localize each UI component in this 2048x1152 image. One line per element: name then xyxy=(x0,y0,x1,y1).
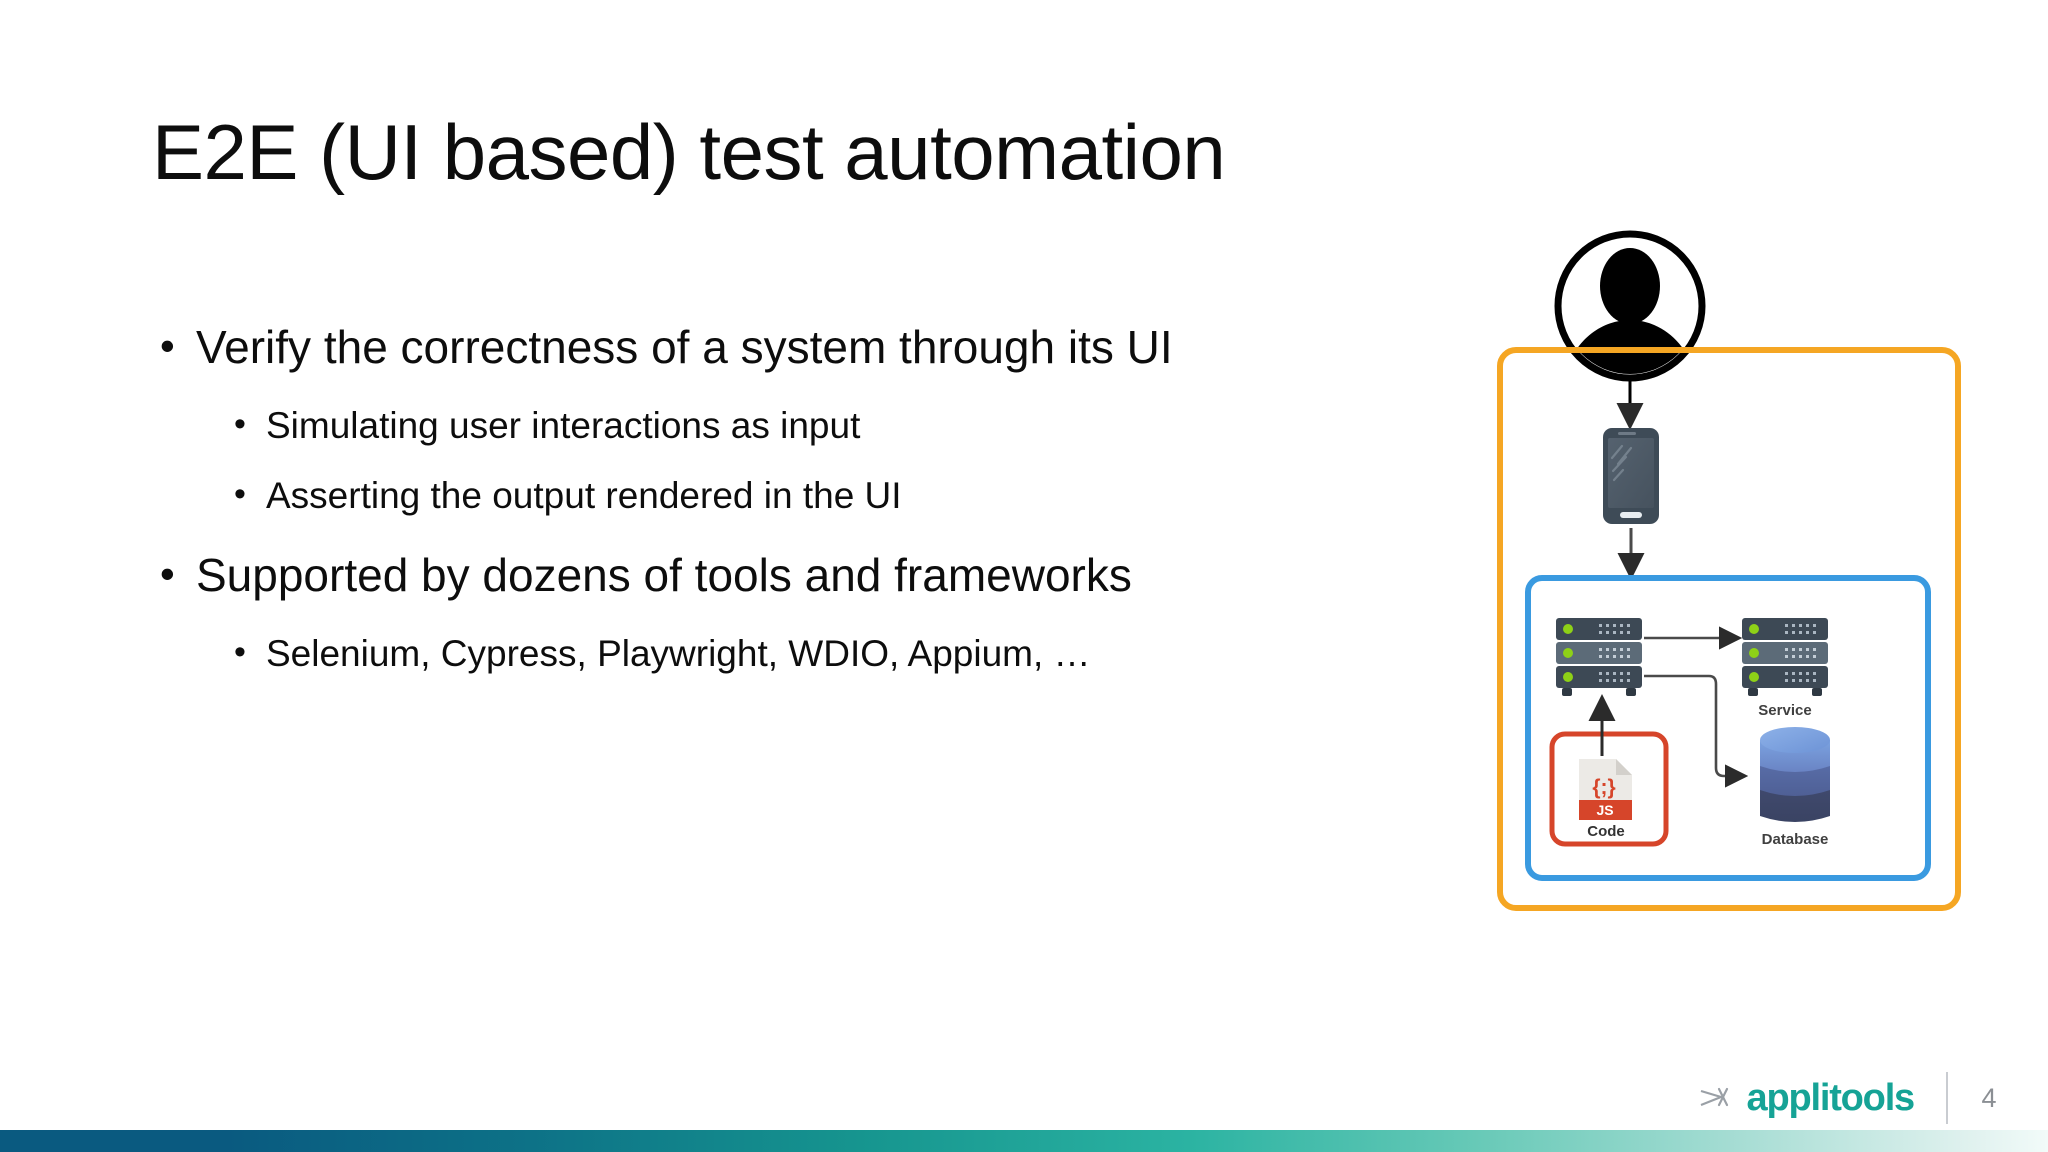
list-item-label: Simulating user interactions as input xyxy=(266,405,861,447)
list-item: • Supported by dozens of tools and frame… xyxy=(150,548,1400,602)
list-item: • Asserting the output rendered in the U… xyxy=(150,474,1400,518)
e2e-architecture-diagram: Service Database {;} xyxy=(1494,228,1964,1018)
code-node-label: Code xyxy=(1587,823,1625,840)
bullet-marker-icon: • xyxy=(160,322,175,369)
server-rack-icon xyxy=(1556,618,1642,696)
applitools-logo: applitools 4 xyxy=(1699,1072,2002,1124)
list-item: • Simulating user interactions as input xyxy=(150,404,1400,448)
page-title: E2E (UI based) test automation xyxy=(152,108,1226,196)
brand-name: applitools xyxy=(1746,1077,1916,1119)
js-badge-label: JS xyxy=(1596,802,1613,818)
mobile-phone-icon xyxy=(1603,428,1659,524)
bullet-marker-icon: • xyxy=(234,405,246,444)
bullet-list: • Verify the correctness of a system thr… xyxy=(150,320,1400,702)
list-item: • Selenium, Cypress, Playwright, WDIO, A… xyxy=(150,632,1400,676)
bullet-marker-icon: • xyxy=(234,632,246,671)
outer-system-boundary xyxy=(1497,347,1961,911)
footer-divider xyxy=(1946,1072,1948,1124)
inner-system-boundary xyxy=(1525,575,1931,881)
bullet-marker-icon: • xyxy=(160,549,175,597)
list-item-label: Selenium, Cypress, Playwright, WDIO, App… xyxy=(266,632,1091,674)
bottom-accent-bar xyxy=(0,1130,2048,1152)
code-boundary xyxy=(1549,731,1669,847)
database-node-label: Database xyxy=(1762,831,1829,848)
bullet-marker-icon: • xyxy=(234,474,246,513)
slide-number: 4 xyxy=(1981,1082,1997,1113)
server-rack-icon xyxy=(1742,618,1828,696)
list-item-label: Verify the correctness of a system throu… xyxy=(196,321,1173,373)
list-item-label: Supported by dozens of tools and framewo… xyxy=(196,548,1132,601)
list-item-label: Asserting the output rendered in the UI xyxy=(266,474,902,516)
applitools-mark-icon xyxy=(1700,1087,1728,1107)
database-cylinder-icon xyxy=(1760,727,1830,822)
service-node-label: Service xyxy=(1758,702,1811,719)
slide-footer: applitools 4 xyxy=(0,1070,2048,1130)
code-glyph: {;} xyxy=(1592,776,1615,799)
js-code-file-icon: {;} JS xyxy=(1579,759,1632,820)
list-item: • Verify the correctness of a system thr… xyxy=(150,320,1400,374)
user-avatar-icon xyxy=(1554,230,1706,382)
